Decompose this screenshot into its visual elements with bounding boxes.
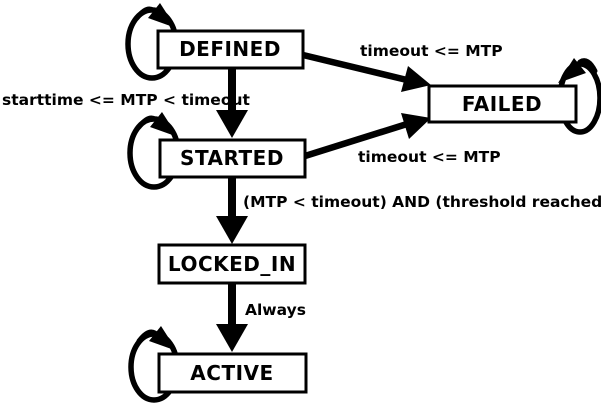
edge-defined-to-failed bbox=[302, 51, 431, 92]
edge-defined-to-failed-arrowhead bbox=[401, 66, 431, 92]
edge-lockedin-to-active bbox=[216, 283, 248, 352]
self-loop-started-arrowhead bbox=[150, 112, 178, 137]
edge-label-started-to-lockedin: (MTP < timeout) AND (threshold reached) bbox=[243, 193, 601, 211]
state-active-box bbox=[157, 352, 308, 394]
edge-started-to-lockedin-arrowhead bbox=[216, 216, 248, 244]
self-loop-failed-arrowhead bbox=[558, 58, 586, 83]
edge-started-to-failed bbox=[304, 113, 431, 160]
state-defined-label: DEFINED bbox=[179, 37, 281, 61]
self-loop-defined-hook bbox=[134, 6, 156, 21]
edge-defined-to-started bbox=[216, 68, 248, 138]
state-defined-box bbox=[156, 29, 305, 70]
self-loop-failed-hook bbox=[577, 58, 598, 74]
state-started-box bbox=[158, 138, 307, 179]
state-started-label: STARTED bbox=[180, 146, 284, 170]
state-nodes bbox=[156, 29, 578, 394]
self-loop-started-hook bbox=[136, 115, 158, 130]
edge-defined-to-failed-line bbox=[302, 51, 408, 84]
self-loop-active-arrowhead bbox=[149, 326, 177, 351]
state-active-label: ACTIVE bbox=[190, 361, 273, 385]
self-loop-heads bbox=[134, 3, 598, 351]
edge-started-to-failed-arrowhead bbox=[401, 113, 431, 139]
edge-label-started-to-failed: timeout <= MTP bbox=[358, 148, 501, 166]
edge-label-lockedin-to-active: Always bbox=[245, 301, 306, 319]
state-failed-box bbox=[427, 84, 578, 124]
self-loop-active-hook bbox=[136, 329, 158, 344]
state-failed-label: FAILED bbox=[462, 92, 542, 116]
self-loop-defined-arrowhead bbox=[148, 3, 176, 28]
edge-label-defined-to-started: starttime <= MTP < timeout bbox=[2, 91, 251, 109]
edge-started-to-failed-line bbox=[304, 120, 408, 160]
state-lockedin-box bbox=[157, 243, 307, 285]
state-lockedin-label: LOCKED_IN bbox=[168, 252, 296, 276]
edge-defined-to-started-arrowhead bbox=[216, 110, 248, 138]
edge-started-to-lockedin bbox=[216, 177, 248, 244]
edge-label-defined-to-failed: timeout <= MTP bbox=[360, 42, 503, 60]
edge-lockedin-to-active-arrowhead bbox=[216, 324, 248, 352]
